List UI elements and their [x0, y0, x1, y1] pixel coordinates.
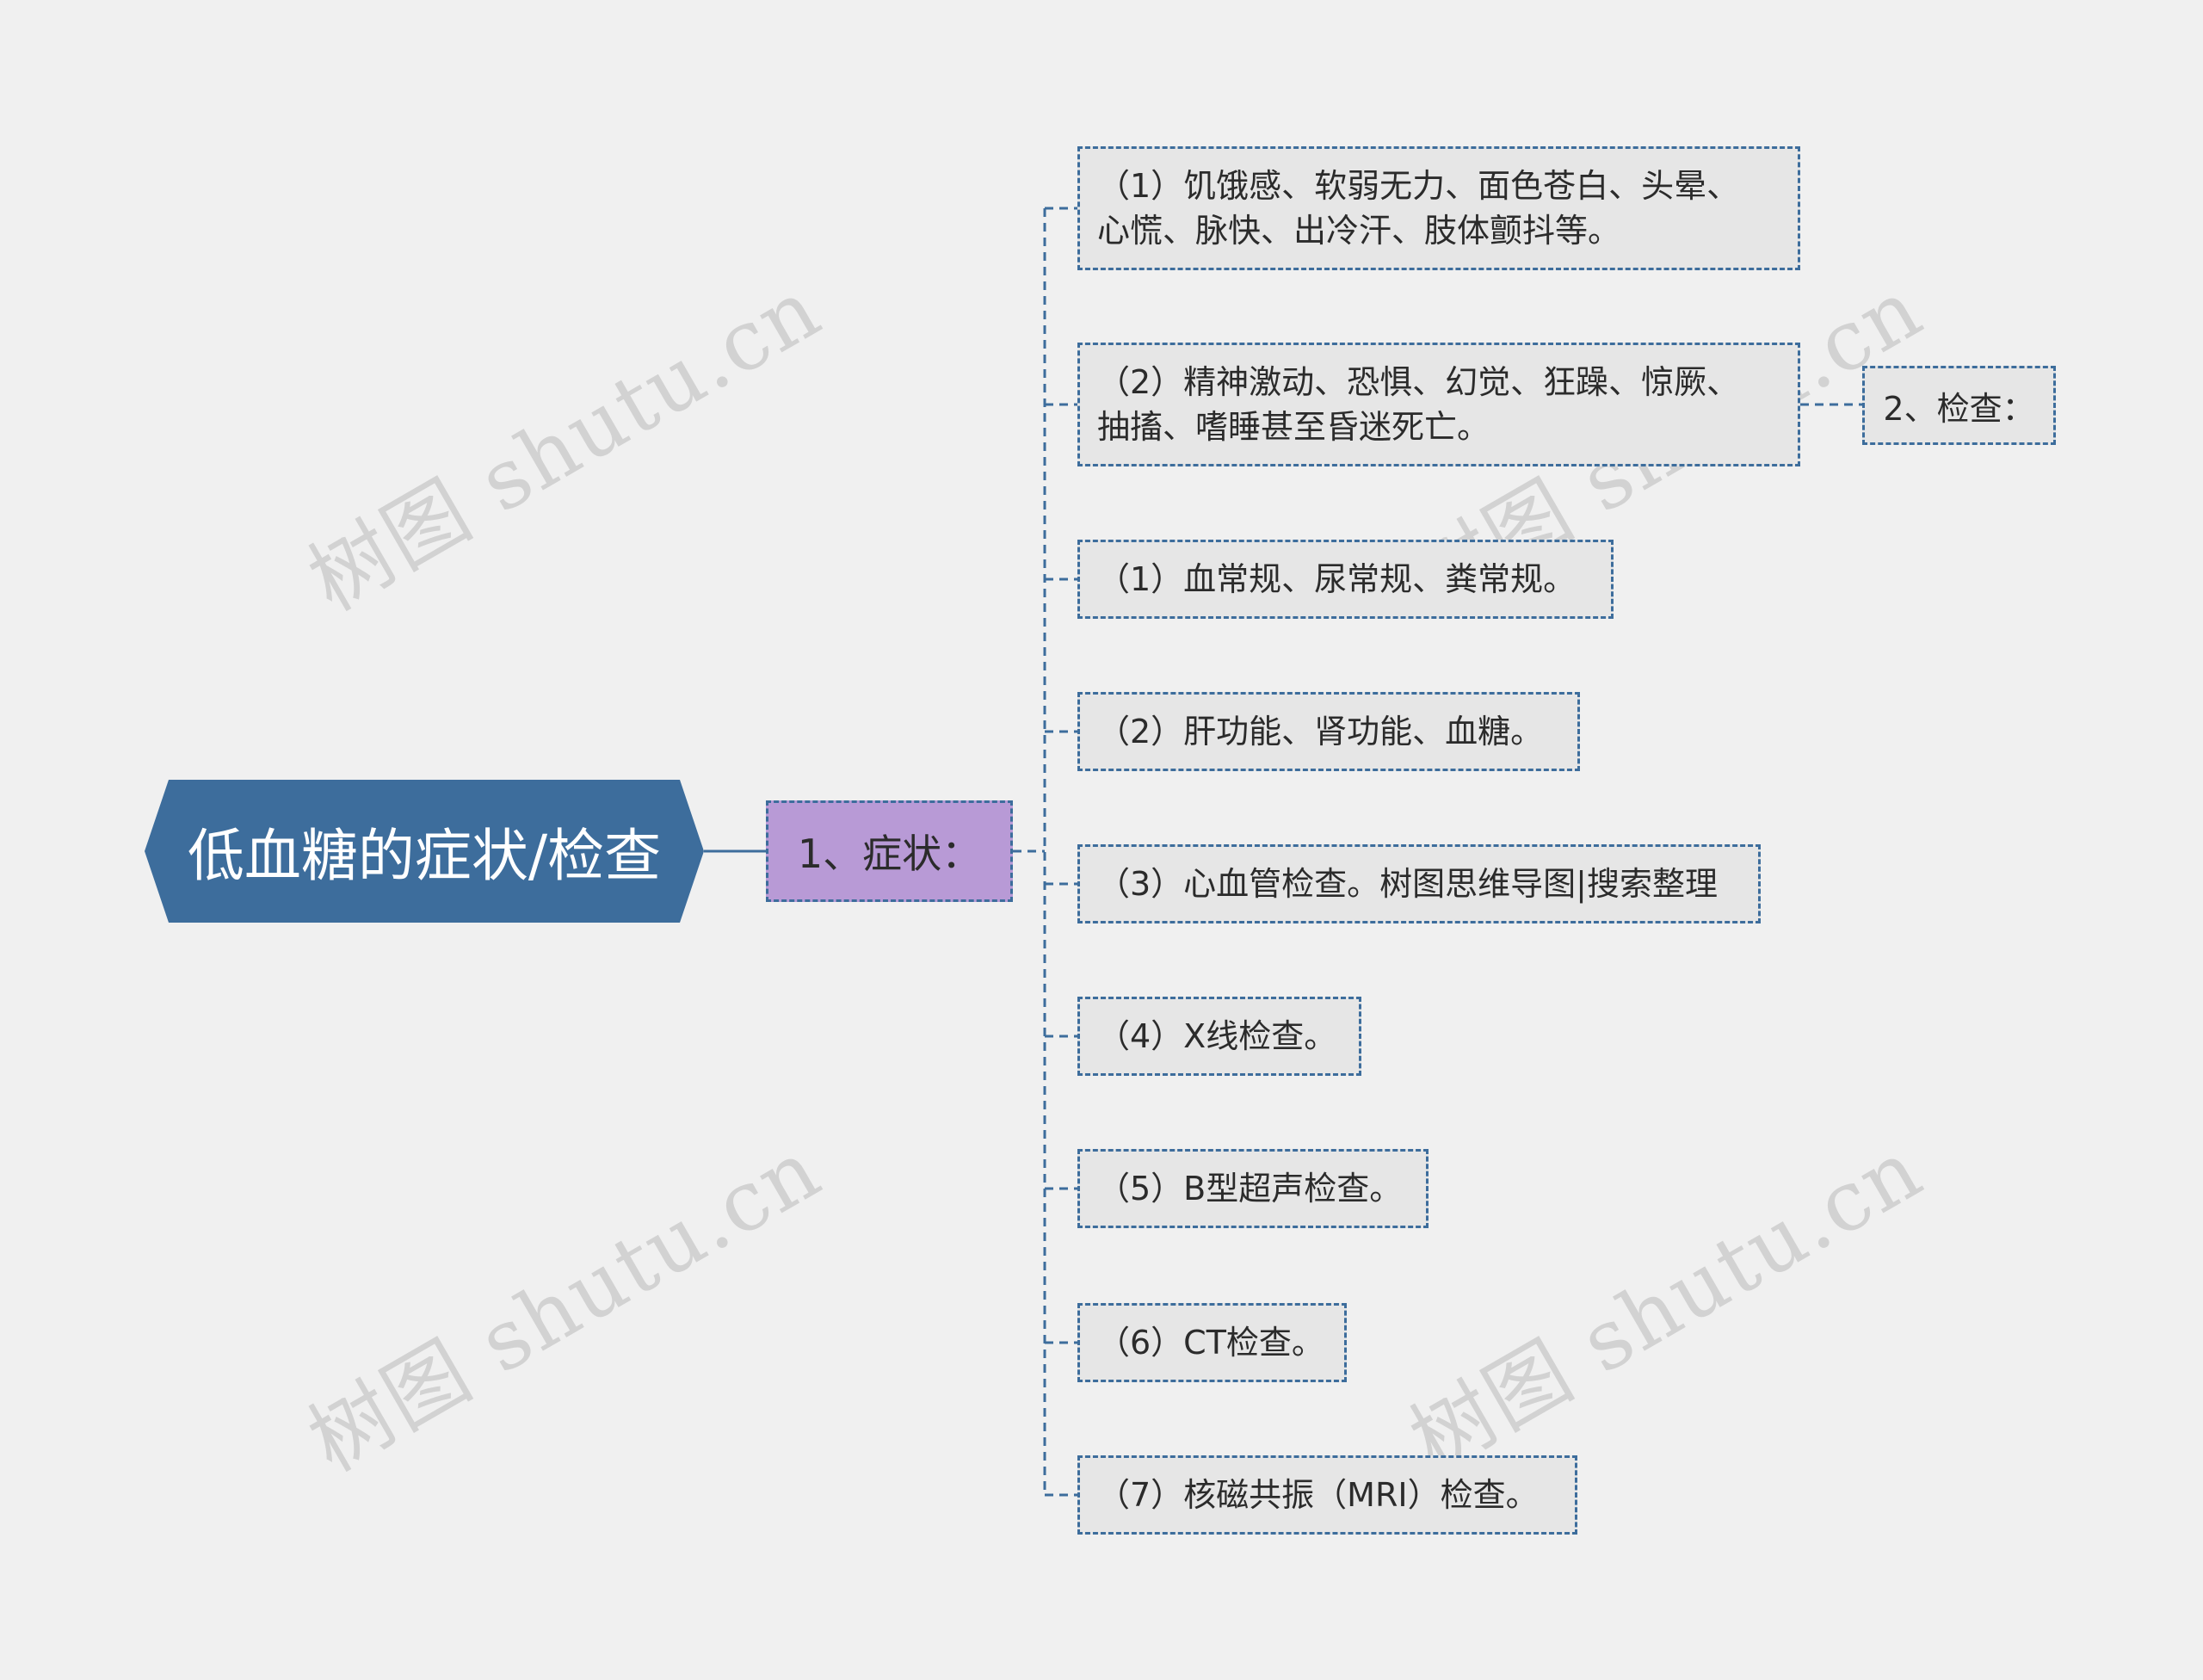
check-node-1[interactable]: （1）血常规、尿常规、粪常规。	[1077, 540, 1614, 619]
check-text: （7）核磁共振（MRI）检查。	[1097, 1476, 1539, 1514]
check-text: （4）X线检查。	[1097, 1017, 1337, 1055]
check-node-5[interactable]: （5）B型超声检查。	[1077, 1149, 1429, 1228]
check-text: （3）心血管检查。树图思维导图|搜索整理	[1097, 865, 1718, 903]
symptom-text: （2）精神激动、恐惧、幻觉、狂躁、惊厥、 抽搐、嗜睡甚至昏迷死亡。	[1097, 363, 1740, 446]
check-node-3[interactable]: （3）心血管检查。树图思维导图|搜索整理	[1077, 844, 1761, 923]
root-topic[interactable]: 低血糖的症状/检查	[145, 780, 704, 923]
check-text: （1）血常规、尿常规、粪常规。	[1097, 560, 1577, 598]
check-text: （2）肝功能、肾功能、血糖。	[1097, 713, 1544, 750]
check-node-2[interactable]: （2）肝功能、肾功能、血糖。	[1077, 692, 1580, 771]
root-topic-label: 低血糖的症状/检查	[187, 823, 662, 889]
check-node-7[interactable]: （7）核磁共振（MRI）检查。	[1077, 1455, 1577, 1535]
topic-check[interactable]: 2、检查：	[1862, 366, 2056, 445]
topic-symptoms[interactable]: 1、症状：	[766, 800, 1013, 902]
symptom-node-1[interactable]: （1）饥饿感、软弱无力、面色苍白、头晕、 心慌、脉快、出冷汗、肢体颤抖等。	[1077, 146, 1800, 270]
symptom-node-2[interactable]: （2）精神激动、恐惧、幻觉、狂躁、惊厥、 抽搐、嗜睡甚至昏迷死亡。	[1077, 343, 1800, 466]
topic-symptoms-label: 1、症状：	[797, 831, 982, 877]
symptom-text: （1）饥饿感、软弱无力、面色苍白、头晕、 心慌、脉快、出冷汗、肢体颤抖等。	[1097, 167, 1740, 250]
check-node-6[interactable]: （6）CT检查。	[1077, 1303, 1347, 1382]
topic-check-label: 2、检查：	[1883, 389, 2035, 428]
check-text: （6）CT检查。	[1097, 1324, 1324, 1362]
check-text: （5）B型超声检查。	[1097, 1170, 1403, 1208]
check-node-4[interactable]: （4）X线检查。	[1077, 997, 1361, 1076]
